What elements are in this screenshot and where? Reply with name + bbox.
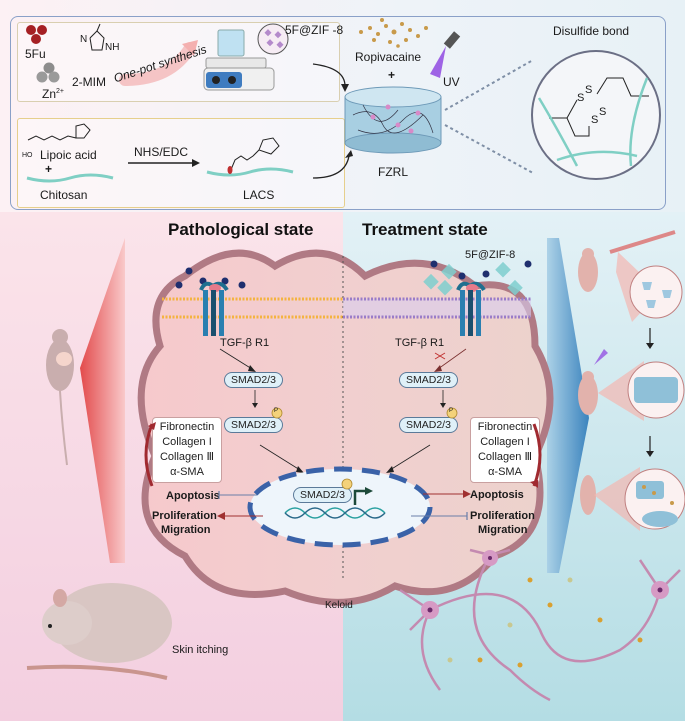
cell-membrane-left [162, 297, 344, 319]
ropivacaine-label: Ropivacaine [355, 50, 422, 64]
sulfur-atom-4: S [599, 106, 607, 118]
sulfur-atom-2: S [585, 84, 593, 96]
phosphate-label-right: P [449, 408, 454, 414]
imidazole-n-label: N [80, 34, 88, 45]
zif8-nanoparticle-label: 5F@ZIF-8 [465, 249, 516, 261]
phosphate-icon-left [271, 407, 283, 419]
pathology-zoom-cone [80, 238, 125, 563]
ecm-alpha-sma: α-SMA [488, 466, 522, 478]
sulfur-atom-1: S [577, 92, 585, 104]
ecm-collagen-1: Collagen I [162, 436, 212, 448]
5fu-molecules-icon [26, 25, 47, 44]
signaling-arrows [219, 348, 467, 473]
smad-box-right: SMAD2/3 [399, 372, 458, 388]
sulfur-atom-3: S [591, 114, 599, 126]
2-mim-label: 2-MIM [72, 75, 106, 89]
zoom-connector-lines [444, 59, 534, 174]
skin-itching-label: Skin itching [172, 644, 229, 656]
mouse-with-keloid-icon [46, 329, 74, 466]
uv-lamp-icon [430, 31, 461, 78]
ecm-fibronectin: Fibronectin [477, 421, 533, 433]
ecm-collagen-3: Collagen Ⅲ [477, 451, 533, 463]
zinc-charge: 2+ [56, 88, 64, 95]
ecm-collagen-1: Collagen I [480, 436, 530, 448]
phospho-smad-box-left: SMAD2/3 [224, 417, 283, 433]
tgf-beta-receptor-right [456, 281, 486, 336]
cell-membrane-right [343, 297, 531, 319]
proliferation-label-left: Proliferation [152, 510, 217, 522]
acid-group-label: HO [22, 152, 33, 159]
sequence-arrow-2 [646, 436, 654, 457]
fzrl-hydrogel-icon [344, 86, 442, 154]
imidazole-nh-label: NH [105, 42, 120, 53]
tgf-beta-receptor-left [199, 281, 229, 336]
treatment-zoom-cone [547, 238, 589, 573]
phosphate-label-left: P [274, 408, 279, 414]
proliferation-label-right: Proliferation [470, 510, 535, 522]
zinc-ions-icon [36, 62, 60, 83]
fzrl-label: FZRL [378, 165, 408, 179]
reaction-arrow-icon [128, 159, 200, 167]
disulfide-bond-inset [531, 50, 661, 180]
phosphate-icon-right [446, 407, 458, 419]
lipoic-acid-label: Lipoic acid [40, 148, 97, 162]
zinc-text: Zn [42, 87, 57, 101]
sequence-arrow-1 [646, 328, 654, 349]
migration-label-left: Migration [161, 524, 211, 536]
uv-curing-mouse-icon [578, 349, 685, 421]
itching-rat-icon [26, 583, 172, 680]
nhs-edc-label: NHS/EDC [134, 145, 189, 159]
synthesis-arrow-icon [119, 40, 198, 86]
disulfide-bond-title: Disulfide bond [553, 24, 630, 38]
lacs-structure-icon [206, 137, 294, 177]
ecm-alpha-sma: α-SMA [170, 466, 204, 478]
ecm-collagen-3: Collagen Ⅲ [159, 451, 215, 463]
sensory-neurons-icon [399, 548, 681, 702]
chitosan-label: Chitosan [40, 188, 88, 202]
drug-release-mouse-icon [580, 467, 685, 531]
zinc-label: Zn2+ [42, 87, 64, 101]
ecm-feedback-arrow-right [530, 423, 542, 488]
zif8-label: 5F@ZIF -8 [285, 23, 344, 37]
apoptosis-label-right: Apoptosis [470, 489, 524, 501]
magnetic-stirrer-icon [203, 29, 275, 91]
combine-arrows-icon [312, 63, 353, 179]
uv-label: UV [443, 75, 460, 89]
chitosan-chain-icon [26, 173, 114, 183]
ecm-markers-left: Fibronectin Collagen I Collagen Ⅲ α-SMA [152, 417, 222, 483]
keloid-label: Keloid [325, 600, 353, 611]
hydrogel-plus-sign: + [388, 68, 396, 82]
tgf-beta-ligands-left [175, 267, 246, 289]
zif8-nanoparticles-right [423, 260, 532, 296]
outcome-arrows [217, 490, 471, 520]
pathological-state-title: Pathological state [168, 220, 314, 239]
synthesis-panel [10, 16, 666, 210]
ropivacaine-particles-icon [359, 18, 428, 48]
phosphate-icon-nucleus [341, 478, 353, 490]
lipoic-acid-structure-icon [27, 123, 91, 141]
injection-mouse-icon [578, 230, 683, 322]
receptor-label-right: TGF-β R1 [395, 337, 445, 349]
lacs-label: LACS [243, 188, 275, 202]
ecm-fibronectin: Fibronectin [159, 421, 215, 433]
migration-label-right: Migration [478, 524, 528, 536]
receptor-label-left: TGF-β R1 [220, 337, 270, 349]
plus-sign: + [45, 162, 53, 176]
smad-box-left: SMAD2/3 [224, 372, 283, 388]
zif8-crystals-icon [257, 23, 289, 55]
apoptosis-label-left: Apoptosis [166, 490, 220, 502]
ecm-feedback-arrow-left [144, 422, 156, 487]
nuclear-smad-box: SMAD2/3 [293, 487, 352, 503]
phospho-smad-box-right: SMAD2/3 [399, 417, 458, 433]
5fu-label: 5Fu [25, 47, 46, 61]
ecm-markers-right: Fibronectin Collagen I Collagen Ⅲ α-SMA [470, 417, 540, 483]
2-mim-structure-icon [89, 23, 105, 51]
treatment-state-title: Treatment state [362, 220, 488, 239]
